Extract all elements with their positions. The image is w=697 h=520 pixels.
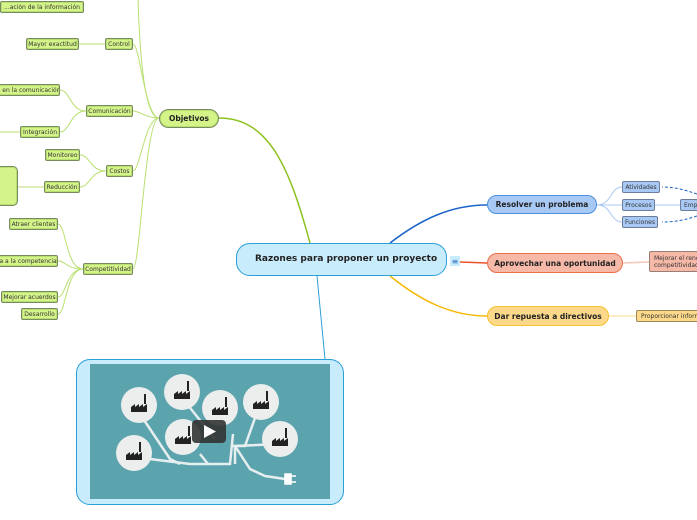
video-node[interactable] xyxy=(76,359,344,505)
node-control[interactable]: Control xyxy=(105,38,133,50)
node-procesos[interactable]: Procesos xyxy=(622,199,655,211)
node-image-placeholder[interactable] xyxy=(0,166,18,206)
node-mayor-exactitud[interactable]: Mayor exactitud xyxy=(26,38,79,50)
node-monitoreo[interactable]: Monitoreo xyxy=(45,149,80,161)
node-atividades[interactable]: Atividades xyxy=(622,181,660,193)
node-funciones[interactable]: Funciones xyxy=(622,216,658,228)
node-mejorar-acuerdos[interactable]: Mejorar acuerdos xyxy=(1,291,58,303)
node-comunicacion-child[interactable]: ...s en la comunicación xyxy=(0,84,60,96)
node-aprovechar[interactable]: Aprovechar una oportunidad xyxy=(487,253,623,273)
node-proporcionar[interactable]: Proporcionar informa... xyxy=(636,310,697,322)
node-atraer-clientes[interactable]: Atraer clientes xyxy=(9,218,58,230)
node-costos[interactable]: Costos xyxy=(106,165,133,177)
node-emp[interactable]: Emp... xyxy=(680,199,697,211)
factory-icons xyxy=(126,381,288,460)
node-resolver[interactable]: Resolver un problema xyxy=(487,195,597,214)
node-directivos[interactable]: Dar repuesta a directivos xyxy=(487,306,609,326)
node-integracion[interactable]: Integración xyxy=(20,126,60,138)
node-desarrollo[interactable]: Desarrollo xyxy=(21,308,58,320)
node-objetivos[interactable]: Objetivos xyxy=(159,109,219,128)
video-thumbnail[interactable] xyxy=(90,364,330,499)
plug-icon xyxy=(284,473,296,485)
node-competencia[interactable]: ...ra a la competencia xyxy=(0,255,58,267)
node-mejorar-rendimiento[interactable]: Mejorar el rendi... competitividad xyxy=(649,251,697,272)
menu-icon[interactable]: ≡ xyxy=(450,256,460,266)
play-icon[interactable] xyxy=(192,420,226,443)
node-top-cut[interactable]: ...ación de la información xyxy=(0,1,84,13)
node-reduccion[interactable]: Reducción xyxy=(44,181,80,193)
central-topic[interactable]: Razones para proponer un proyecto xyxy=(236,243,447,276)
central-topic-label: Razones para proponer un proyecto xyxy=(255,254,438,264)
node-comunicacion[interactable]: Comunicación xyxy=(86,105,133,117)
node-competitividad[interactable]: Competitividad xyxy=(83,263,133,275)
